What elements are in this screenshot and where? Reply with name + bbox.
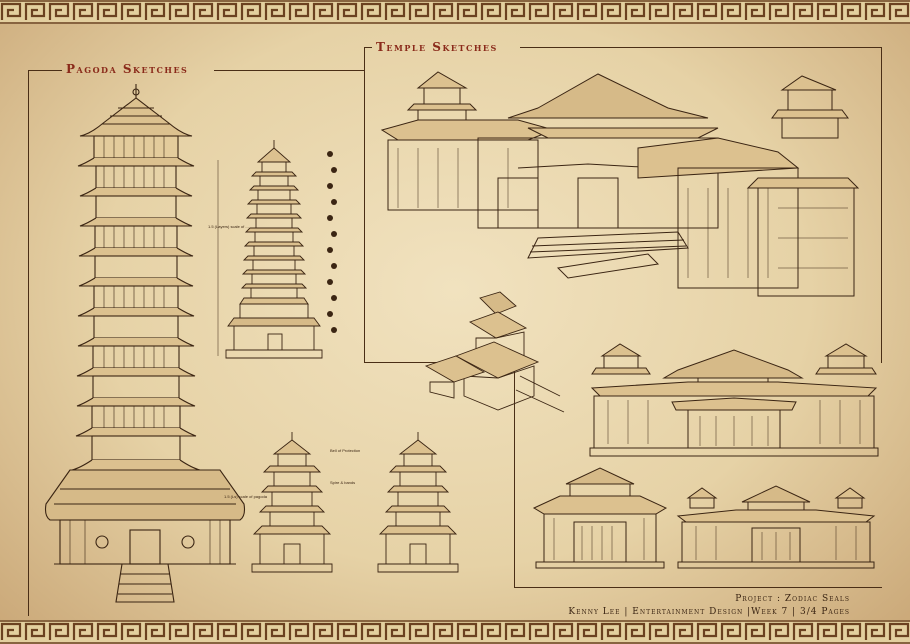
large-pagoda-sketch [40,84,250,610]
temple-frame-top [364,47,372,48]
temple-frame-top-right [520,47,882,48]
temple-frame-right [881,47,882,363]
temple-elevation-small [530,464,670,572]
pagoda-frame-left [28,70,29,616]
divider-vertical [364,47,365,363]
fret-border-bottom [0,620,910,644]
temple-elevation-main [588,340,882,460]
author-line: Kenny Lee | Entertainment Design |Week 7… [568,607,850,617]
project-label: Project : Zodiac Seals [735,594,850,604]
spire-note: Spire & bands [330,480,356,485]
bell-note: Bell of Protection [330,448,361,453]
elevation-frame-bottom [514,587,882,588]
pagoda-sketches-heading: Pagoda Sketches [66,62,189,76]
small-pagoda-sketch-left [246,432,346,582]
isometric-temple-sketch [420,291,570,422]
temple-sketches-heading: Temple Sketches [376,40,498,54]
medium-pagoda-sketch [217,140,372,370]
small-pagoda-sketch-right [372,432,472,582]
elevation-frame-left [514,362,515,588]
height-note-2: 1.5 (Ls) scale of pagoda [224,494,267,499]
height-note-1: 1.5 (Layers) scale of ... [208,224,249,229]
pagoda-frame-top-right [214,70,364,71]
temple-perspective-sketch [378,68,878,302]
fret-border-top [0,0,910,24]
pagoda-frame-top [28,70,62,71]
temple-elevation-wide [676,484,876,572]
